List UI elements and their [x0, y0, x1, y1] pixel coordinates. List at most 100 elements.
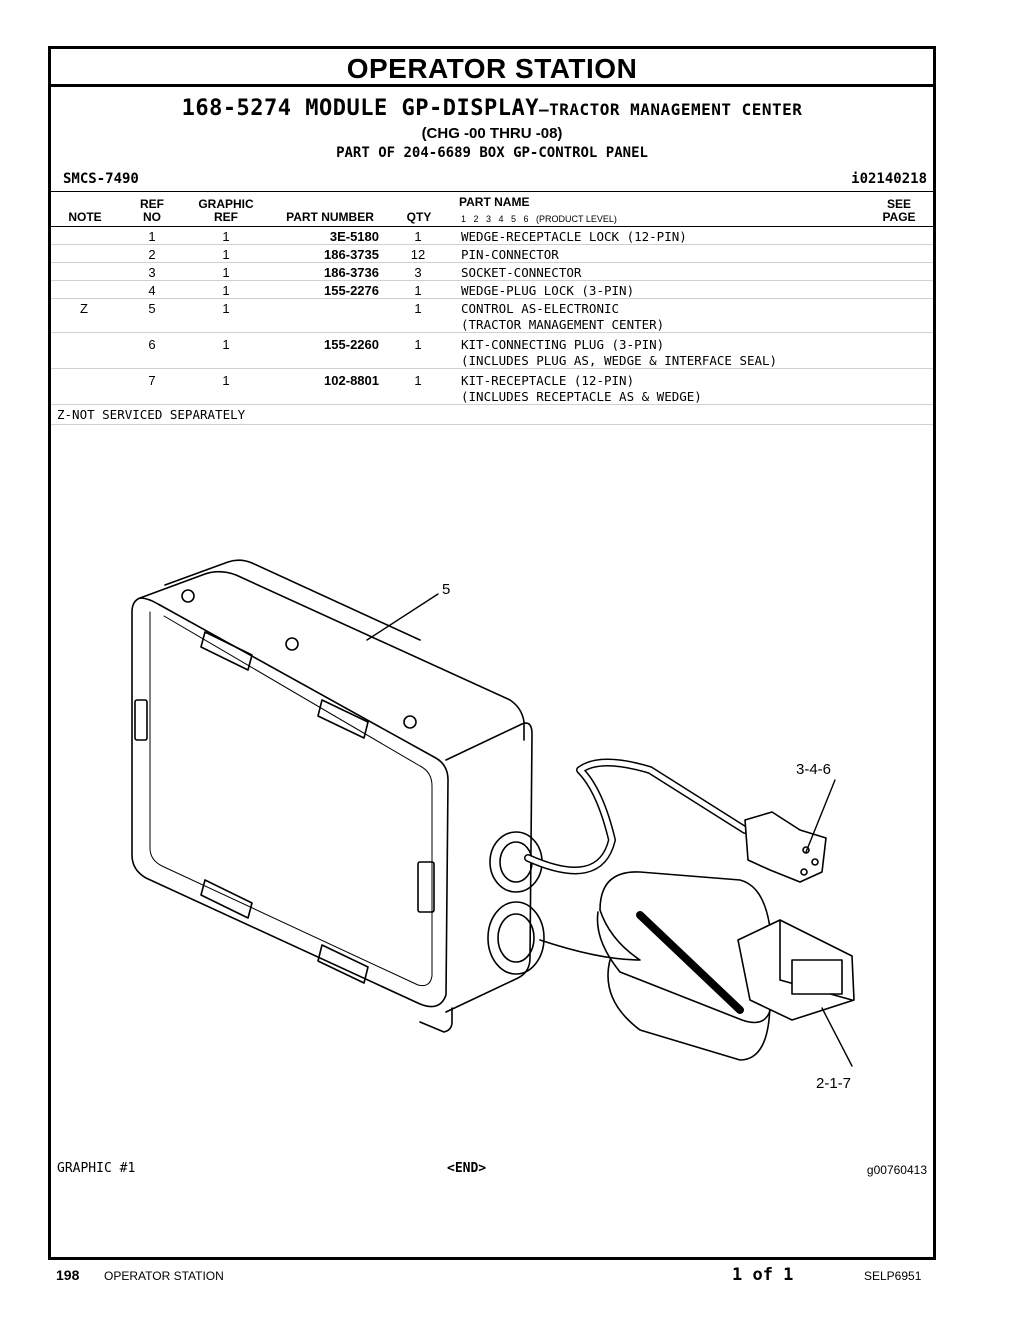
cell-graphic-ref: 1	[222, 337, 230, 352]
cell-ref-no: 1	[148, 229, 156, 244]
grommet-lower	[487, 901, 545, 975]
cell-ref-no: 5	[148, 301, 156, 316]
receptacle-pin-block	[791, 959, 843, 995]
smcs-code: SMCS-7490	[63, 171, 139, 187]
callout-2-1-7: 2-1-7	[816, 1075, 851, 1092]
cell-ref-no: 3	[148, 265, 156, 280]
module-latch-left	[134, 699, 148, 741]
module-number: 168-5274 MODULE GP-DISPLAY	[181, 96, 539, 121]
leader-217	[821, 1007, 853, 1067]
plug-pin-2	[811, 858, 819, 866]
change-range: (CHG -00 THRU -08)	[421, 125, 563, 142]
cell-graphic-ref: 1	[222, 373, 230, 388]
col-part-name: PART NAME	[459, 195, 530, 209]
col-ref-bottom: NO	[143, 210, 161, 224]
footer-section: OPERATOR STATION	[104, 1269, 224, 1283]
cell-ref-no: 6	[148, 337, 156, 352]
cell-qty: 1	[414, 283, 422, 298]
plug-pin-1	[802, 846, 810, 854]
header-rule-top	[51, 191, 933, 192]
module-bottom-edge	[419, 1007, 453, 1033]
col-graphic-top: GRAPHIC	[198, 197, 254, 211]
leader-346	[805, 779, 836, 853]
module-tab-1	[200, 631, 253, 671]
cell-graphic-ref: 1	[222, 229, 230, 244]
page-title: OPERATOR STATION	[51, 49, 933, 87]
cell-graphic-ref: 1	[222, 265, 230, 280]
cell-part-number: 155-2260	[324, 337, 379, 352]
cell-part-name: WEDGE-PLUG LOCK (3-PIN)	[461, 283, 635, 298]
cell-part-name-continued: (TRACTOR MANAGEMENT CENTER)	[461, 317, 665, 332]
callout-5: 5	[442, 581, 450, 598]
cell-part-number: 186-3736	[324, 265, 379, 280]
col-qty: QTY	[406, 210, 432, 224]
cable-3-pin-outline	[524, 758, 749, 875]
module-bump-1	[181, 589, 195, 603]
module-latch-right	[417, 861, 435, 913]
col-product-level: 1 2 3 4 5 6 (PRODUCT LEVEL)	[461, 214, 617, 224]
col-ref-top: REF	[140, 197, 164, 211]
col-see-top: SEE	[886, 197, 911, 211]
cell-ref-no: 4	[148, 283, 156, 298]
module-face-inset	[149, 611, 433, 987]
cell-qty: 1	[414, 337, 422, 352]
module-tab-3	[200, 879, 253, 919]
plug-3-pin	[744, 811, 827, 883]
cell-part-name: CONTROL AS-ELECTRONIC	[461, 301, 620, 316]
module-suffix: —TRACTOR MANAGEMENT CENTER	[538, 100, 803, 119]
cable-12-pin-loop	[539, 871, 773, 1061]
cell-part-name-continued: (INCLUDES RECEPTACLE AS & WEDGE)	[461, 389, 702, 404]
module-front-face	[131, 597, 449, 1008]
graphic-end-marker: <END>	[447, 1161, 487, 1176]
module-title: 168-5274 MODULE GP-DISPLAY—TRACTOR MANAG…	[51, 96, 933, 121]
cell-qty: 1	[414, 301, 422, 316]
table-row: 6 1 155-2260 1 KIT-CONNECTING PLUG (3-PIN)(I…	[51, 335, 933, 369]
cell-graphic-ref: 1	[222, 301, 230, 316]
cell-part-name: WEDGE-RECEPTACLE LOCK (12-PIN)	[461, 229, 687, 244]
module-tab-2	[317, 699, 369, 739]
module-bump-3	[403, 715, 417, 729]
cell-qty: 1	[414, 373, 422, 388]
cell-ref-no: 2	[148, 247, 156, 262]
module-bump-2	[285, 637, 299, 651]
cell-part-number: 3E-5180	[329, 229, 379, 244]
info-reference: i02140218	[851, 171, 927, 187]
cell-qty: 12	[410, 247, 426, 262]
module-rim	[164, 559, 421, 641]
footer-page-of: 1 of 1	[732, 1265, 794, 1285]
header-rule-bottom	[51, 226, 933, 227]
footer-doc-id: SELP6951	[864, 1269, 922, 1283]
cell-qty: 3	[414, 265, 422, 280]
table-row: 1 1 3E-5180 1 WEDGE-RECEPTACLE LOCK (12-PIN)	[51, 227, 933, 245]
cell-part-name-continued: (INCLUDES PLUG AS, WEDGE & INTERFACE SEA…	[461, 353, 778, 368]
cell-part-name: SOCKET-CONNECTOR	[461, 265, 582, 280]
cell-graphic-ref: 1	[222, 247, 230, 262]
module-top-edge	[139, 570, 525, 741]
cell-graphic-ref: 1	[222, 283, 230, 298]
module-right-side	[445, 722, 533, 1013]
footnote-rule	[51, 424, 933, 425]
footer-page-number: 198	[56, 1267, 80, 1283]
graphic-id: g00760413	[866, 1163, 927, 1177]
cell-ref-no: 7	[148, 373, 156, 388]
cable-3-pin-fill	[525, 760, 748, 873]
cell-part-number: 102-8801	[324, 373, 379, 388]
cell-qty: 1	[414, 229, 422, 244]
table-row: Z 5 1 1 CONTROL AS-ELECTRONIC(TRACTOR MANAGE…	[51, 299, 933, 333]
footnote: Z-NOT SERVICED SEPARATELY	[57, 407, 246, 422]
cell-part-name: PIN-CONNECTOR	[461, 247, 559, 262]
grommet-lower-inner	[497, 913, 535, 963]
part-of-line: PART OF 204-6689 BOX GP-CONTROL PANEL	[336, 145, 648, 161]
cell-note: Z	[80, 301, 88, 316]
page-frame: OPERATOR STATION 168-5274 MODULE GP-DISP…	[48, 46, 936, 1260]
table-row: 2 1 186-3735 12 PIN-CONNECTOR	[51, 245, 933, 263]
col-part-number: PART NUMBER	[286, 210, 374, 224]
cell-part-name: KIT-CONNECTING PLUG (3-PIN)	[461, 337, 665, 352]
col-graphic-bottom: REF	[214, 210, 238, 224]
cell-part-number: 186-3735	[324, 247, 379, 262]
callout-3-4-6: 3-4-6	[796, 761, 831, 778]
col-note: NOTE	[68, 210, 102, 224]
